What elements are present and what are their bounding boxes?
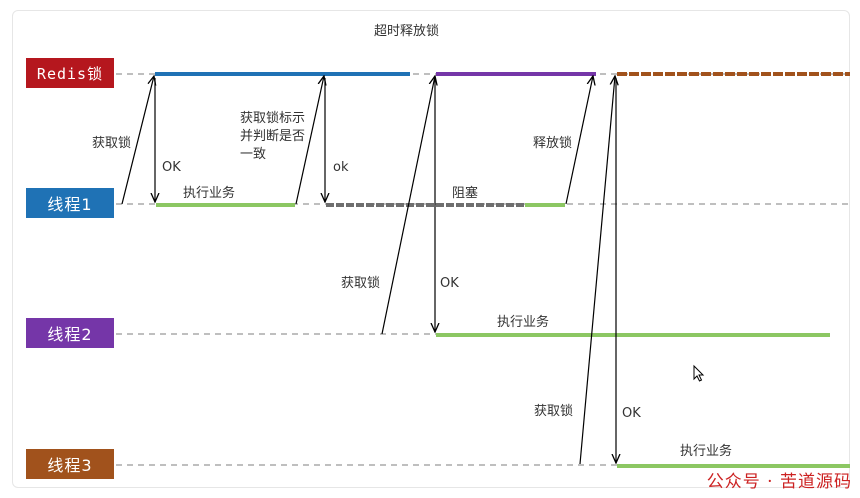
timeout-release-label: 超时释放锁 [374, 23, 439, 39]
t1-check-label-line1: 获取锁标示 [240, 110, 305, 126]
lane-label-thread3: 线程3 [26, 449, 114, 479]
t1-check-arrow [295, 76, 324, 205]
t3-business-label: 执行业务 [680, 443, 732, 459]
lane-label-redis: Redis锁 [26, 58, 114, 88]
lane-label-thread2: 线程2 [26, 318, 114, 348]
t1-ok-label: OK [162, 160, 181, 175]
t3-acquire-label: 获取锁 [534, 403, 573, 419]
t1-acquire-label: 获取锁 [92, 135, 131, 151]
mouse-cursor-icon [693, 364, 705, 382]
t1-business-label: 执行业务 [183, 185, 235, 201]
t2-business-label: 执行业务 [497, 314, 549, 330]
t1-blocked-label: 阻塞 [452, 185, 478, 201]
t1-check-label-line3: 一致 [240, 147, 266, 162]
t3-ok-label: OK [622, 406, 641, 421]
t2-acquire-label: 获取锁 [341, 275, 380, 291]
t1-check-label-line2: 并判断是否 [240, 129, 305, 144]
watermark-text: 公众号 · 苦道源码 [706, 472, 852, 492]
t2-ok-label: OK [440, 276, 459, 291]
t2-acquire-arrow [381, 76, 435, 335]
lane-label-thread1: 线程1 [26, 188, 114, 218]
t1-release-arrow [565, 76, 593, 205]
diagram-frame [12, 10, 850, 488]
t3-acquire-arrow [579, 76, 615, 465]
t1-release-label: 释放锁 [533, 135, 572, 151]
t1-ok2-label: ok [333, 160, 349, 175]
t1-acquire-arrow [121, 76, 154, 205]
